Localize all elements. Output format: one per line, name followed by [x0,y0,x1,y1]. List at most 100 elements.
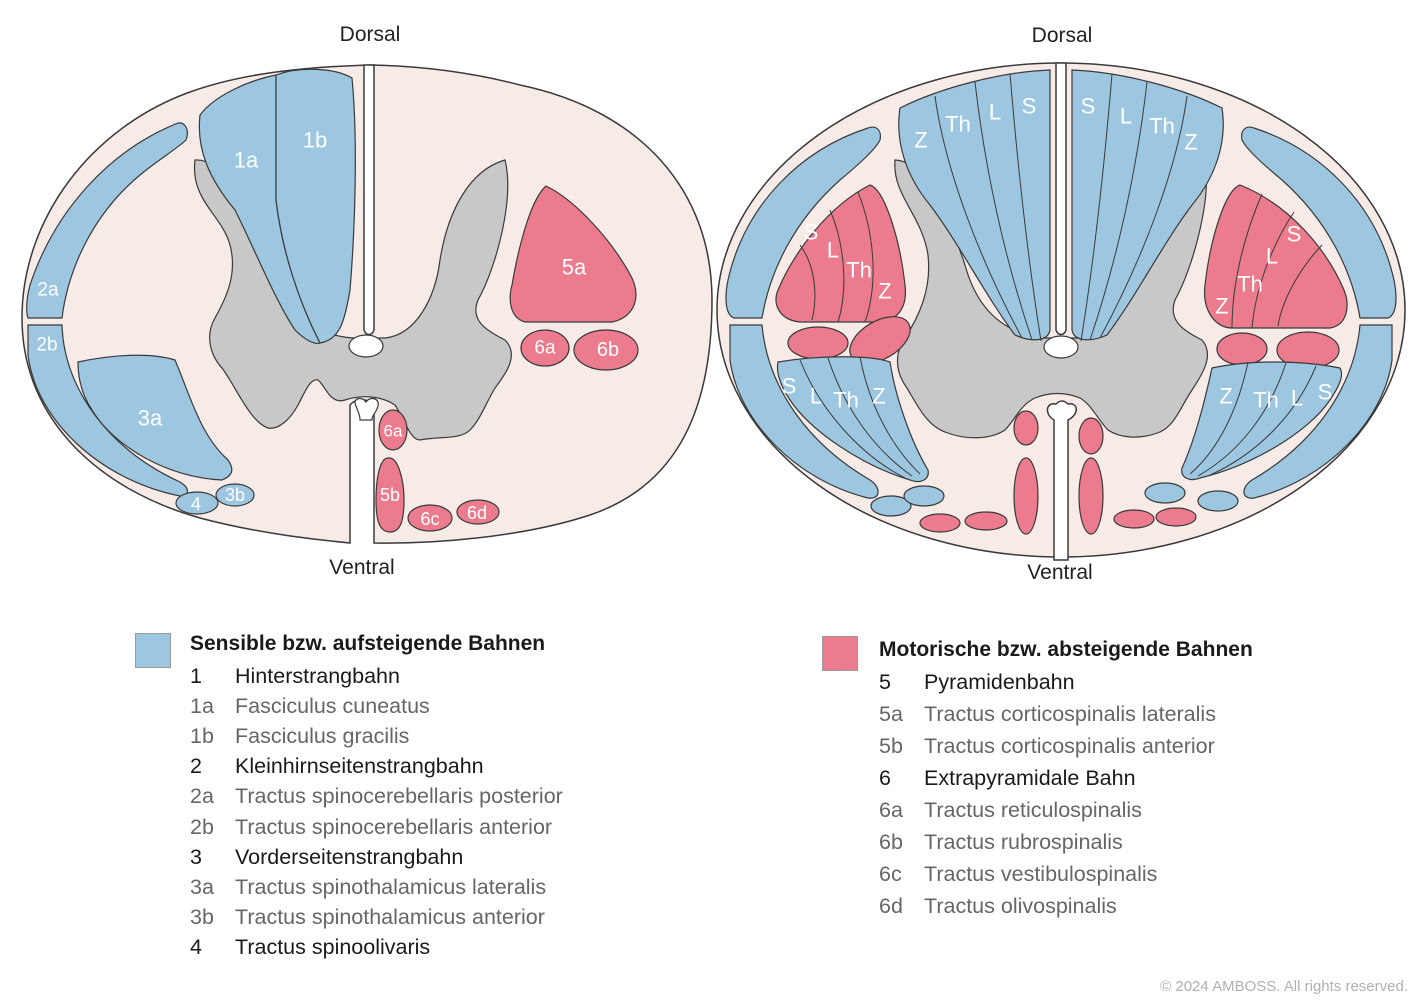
legend-row-code: 6c [879,862,902,886]
somato-th-dorsal-left: Th [945,112,971,137]
right-dorsal-column-left [898,69,1051,341]
somato-s-cst-left: S [804,220,819,245]
right-red-ventral-1 [919,513,961,533]
right-spinothalamic-right [1181,361,1343,481]
legend-row-name: Tractus corticospinalis lateralis [924,702,1216,726]
tract-2b [27,324,189,497]
tract-6a-lower [378,409,408,451]
label-6a-lower: 6a [384,422,403,441]
right-central-canal [1043,335,1079,359]
right-dorsal-column-left-dividers [934,73,1042,342]
left-ventral-label: Ventral [329,556,394,579]
right-red-oval-right-1 [1216,332,1268,366]
right-spinocerebellar-anterior-right [1243,324,1393,499]
right-red-ventral-2 [964,511,1008,531]
copyright-notice: © 2024 AMBOSS. All rights reserved. [1160,978,1408,995]
legend-row-code: 2b [190,814,214,839]
right-red-ventral-3 [1113,509,1155,529]
label-1a: 1a [234,148,259,173]
right-corticospinal-right [1203,184,1348,329]
legend-row-code: 5b [879,734,903,758]
legend-row-code: 2 [190,754,202,779]
tract-4 [175,491,219,515]
legend-row-name: Vorderseitenstrangbahn [235,844,464,869]
legend-row-name: Kleinhirnseitenstrangbahn [235,754,484,779]
left-central-canal [348,334,384,358]
right-blue-oval-right-2 [1197,490,1239,512]
label-1b: 1b [303,128,327,153]
legend-sensory-title: Sensible bzw. aufsteigende Bahnen [190,632,546,655]
tract-3b [215,483,255,507]
legend-row-name: Tractus vestibulospinalis [924,862,1158,886]
legend-row-name: Tractus corticospinalis anterior [924,734,1215,758]
legend-row-code: 6b [879,830,903,854]
legend-row-code: 2a [190,784,214,809]
legend-row-code: 6a [879,798,903,822]
somato-s-stt-left: S [782,374,797,399]
right-blue-oval-left-2 [903,485,945,507]
right-cross-section: Dorsal Ventral [716,24,1406,584]
label-2b: 2b [36,335,57,356]
somato-th-stt-right: Th [1253,388,1279,413]
legend-row-code: 5 [879,670,891,694]
legend-row-code: 1b [190,724,214,749]
somato-z-cst-right: Z [1215,294,1228,319]
right-spinocerebellar-anterior-left [729,324,879,499]
right-red-anterior-right-small [1078,417,1104,455]
left-gray-matter [193,159,512,441]
somato-th-cst-right: Th [1237,272,1263,297]
right-corticospinal-left [775,184,906,323]
legend-row-code: 6d [879,894,903,918]
somato-th-cst-left: Th [846,258,872,283]
tract-2a [26,122,189,319]
legend-row-name: Tractus spinoolivaris [235,934,431,959]
legend-row-name: Hinterstrangbahn [235,664,400,688]
right-ventral-label: Ventral [1027,561,1092,584]
legend-row-code: 1 [190,664,202,688]
legend-motor-swatch [822,636,858,671]
right-dorsal-column-right-dividers [1080,73,1188,342]
right-blue-oval-left-1 [870,495,912,517]
somato-z-dorsal-left: Z [914,128,927,153]
right-red-anterior-left-long [1013,457,1039,535]
label-6d: 6d [467,503,487,523]
tract-6a-upper [520,329,570,367]
legend-row-code: 1a [190,694,214,719]
legend-row-code: 4 [190,934,202,959]
right-dorsal-column-right [1071,69,1224,341]
somato-l-cst-left: L [827,238,839,263]
somato-l-stt-right: L [1291,386,1303,411]
legend-row-code: 6 [879,766,891,790]
label-4: 4 [191,494,201,514]
legend-row-name: Tractus spinocerebellaris anterior [235,814,553,839]
legend-row-code: 5a [879,702,903,726]
right-red-ventral-4 [1155,507,1197,527]
legend-row-code: 3b [190,904,214,929]
somato-th-stt-left: Th [833,388,859,413]
somato-l-dorsal-right: L [1120,104,1132,129]
somato-l-cst-right: L [1266,244,1278,269]
legend-row-name: Tractus olivospinalis [924,894,1117,918]
legend-row-name: Tractus rubrospinalis [924,830,1123,854]
left-dorsal-septum [363,64,375,336]
somato-z-stt-left: Z [872,384,885,409]
right-spinocerebellar-posterior-right [1241,126,1397,319]
label-6b: 6b [597,339,619,361]
right-spinothalamic-left [776,356,929,483]
tract-6b [573,329,639,371]
right-spinothalamic-left-dividers [799,356,921,479]
label-6c: 6c [420,509,439,529]
label-2a: 2a [37,280,59,301]
legend-row-name: Tractus reticulospinalis [924,798,1142,822]
somato-z-cst-left: Z [878,279,891,304]
legend-motor-title: Motorische bzw. absteigende Bahnen [879,638,1253,661]
legend-row-name: Pyramidenbahn [924,670,1075,694]
left-cross-section: Dorsal Ventral 1a 1b 2a 2b 3a 3b [21,23,713,579]
legend-row-name: Tractus spinothalamicus anterior [235,904,545,929]
right-corticospinal-left-dividers [799,191,874,323]
label-3b: 3b [225,485,245,505]
left-dorsal-label: Dorsal [340,23,401,46]
right-dorsal-septum [1055,62,1067,336]
right-blue-oval-right-1 [1144,482,1186,504]
legend-sensory-swatch [135,633,171,668]
